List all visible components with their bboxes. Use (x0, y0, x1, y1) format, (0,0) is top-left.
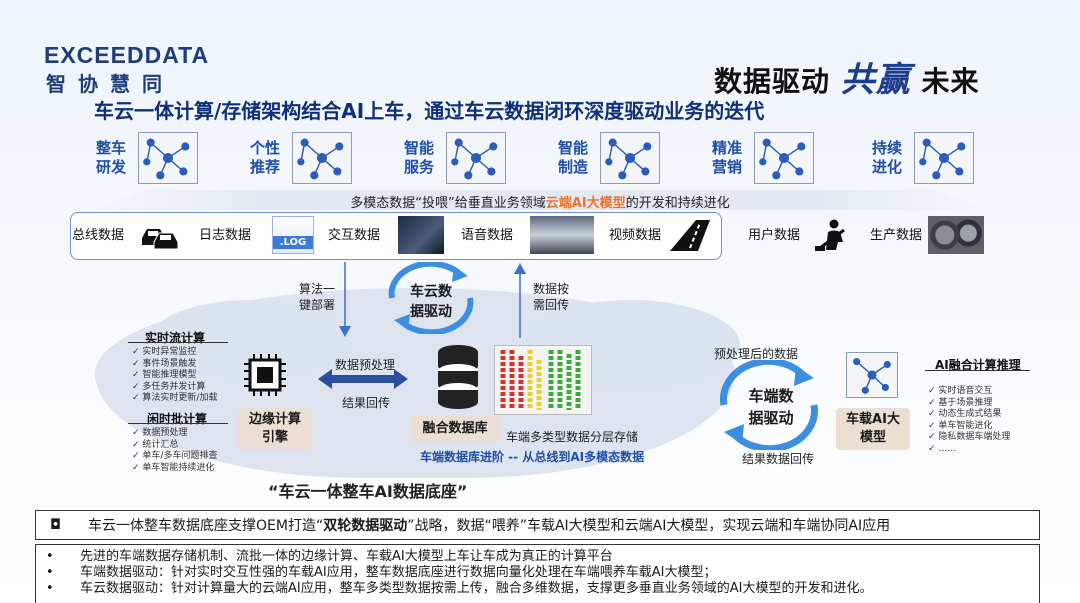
bullet-item: •车云数据驱动：针对计算量大的云端AI应用，整车多类型数据按需上传，融合多维数据… (46, 581, 873, 596)
gears-photo (928, 216, 984, 254)
data-types-panel (70, 212, 722, 260)
interaction-photo (398, 216, 444, 254)
arrow-up-icon (514, 263, 526, 338)
network-node-icon (600, 132, 660, 184)
chip-icon (244, 354, 286, 396)
realtime-title-underline (128, 342, 228, 343)
network-node-icon (914, 132, 974, 184)
log-badge: .LOG (273, 236, 313, 249)
network-node-icon (754, 132, 814, 184)
domain-continuous-evolution: 持续进化 (868, 130, 974, 186)
data-interaction: 交互数据 (328, 228, 381, 243)
realtime-compute-title: 实时流计算 (145, 331, 206, 345)
slogan-highlight: 共赢 (840, 60, 911, 100)
summary-bold: 双轮数据驱动 (323, 518, 408, 534)
slogan: 数据驱动 共赢 未来 (714, 52, 980, 101)
ai-fusion-underline (925, 370, 1030, 371)
bullet-list: •先进的车端数据存储机制、流批一体的边缘计算、车载AI大模型上车让车成为真正的计… (35, 544, 1040, 603)
algo-deploy-label: 算法一键部署 (299, 282, 336, 312)
slogan-part1: 数据驱动 (714, 65, 831, 98)
domain-label: 整车研发 (95, 139, 126, 176)
batch-compute-title: 闲时批计算 (147, 412, 208, 426)
network-node-icon (138, 132, 198, 184)
db-evolution-label: 车端数据库进阶 -- 从总线到AI多模态数据 (420, 450, 645, 464)
domain-precision-marketing: 精准营销 (708, 130, 814, 186)
domain-label: 精准营销 (711, 139, 742, 176)
summary-bar: ◘ 车云一体整车数据底座支撑OEM打造“双轮数据驱动”战略，数据“喂养”车载AI… (35, 510, 1040, 540)
cloud-drive-cycle-icon (388, 262, 474, 334)
seatbelt-icon (815, 219, 845, 251)
cloud-drive-label: 车云数据驱动 (410, 284, 452, 320)
tiered-storage-graphic (494, 345, 592, 415)
voice-photo (530, 216, 594, 254)
domain-label: 智能服务 (403, 139, 434, 176)
result-return-vehicle-label: 结果数据回传 (742, 452, 815, 466)
preprocess-label: 数据预处理 (335, 358, 396, 372)
data-bus: 总线数据 (72, 228, 125, 243)
arrow-down-icon (339, 262, 351, 337)
data-log: 日志数据 (199, 228, 252, 243)
feed-band (90, 190, 990, 210)
ai-fusion-list: ✓ 实时语音交互 ✓ 基于场景推理 ✓ 动态生成式结果 ✓ 单车智能进化 ✓ 隐… (928, 386, 1011, 454)
data-production: 生产数据 (870, 228, 923, 243)
fusion-database: 融合数据库 (410, 416, 500, 442)
network-node-icon (846, 352, 898, 398)
on-demand-upload-label: 数据按需回传 (533, 282, 570, 312)
domain-smart-service: 智能服务 (400, 130, 506, 186)
company-logo-en: EXCEEDDATA (44, 42, 210, 68)
bullet-item: •先进的车端数据存储机制、流批一体的边缘计算、车载AI大模型上车让车成为真正的计… (46, 549, 613, 564)
vehicle-ai-model: 车载AI大模型 (836, 408, 910, 450)
summary-marker: ◘ (50, 517, 62, 533)
bullet-item: •车端数据驱动：针对实时交互性强的车载AI应用，整车数据底座进行数据向量化处理在… (46, 565, 717, 580)
tiered-storage-label: 车端多类型数据分层存储 (506, 430, 639, 444)
company-logo-cn: 智协慧同 (46, 72, 174, 96)
domain-label: 个性推荐 (249, 139, 280, 176)
realtime-list: ✓ 实时异常监控 ✓ 事件场景触发 ✓ 智能推理模型 ✓ 多任务并发计算 ✓ 算… (132, 347, 218, 403)
database-icon (438, 345, 478, 409)
storage-bars-icon (500, 350, 581, 410)
batch-list: ✓ 数据预处理 ✓ 统计汇总 ✓ 单车/多车问题排查 ✓ 单车智能持续进化 (132, 428, 218, 473)
log-file-icon: .LOG (272, 216, 314, 254)
edge-compute-engine: 边缘计算引擎 (238, 408, 312, 450)
network-node-icon (446, 132, 506, 184)
domain-smart-manufacturing: 智能制造 (554, 130, 660, 186)
preprocessed-data-label: 预处理后的数据 (714, 347, 799, 361)
feed-highlight: 云端AI大模型 (545, 196, 626, 211)
network-node-icon (292, 132, 352, 184)
vehicle-drive-cycle-icon (720, 360, 818, 450)
result-return-label: 结果回传 (342, 396, 391, 410)
headline: 车云一体计算/存储架构结合AI上车，通过车云数据闭环深度驱动业务的迭代 (94, 99, 765, 123)
road-icon (670, 220, 710, 251)
domain-personal-recommend: 个性推荐 (246, 130, 352, 186)
cars-icon (142, 229, 179, 250)
domain-vehicle-rd: 整车研发 (92, 130, 198, 186)
double-arrow-icon (318, 369, 408, 389)
data-voice: 语音数据 (461, 228, 514, 243)
data-video: 视频数据 (609, 228, 662, 243)
feed-caption: 多模态数据“投喂”给垂直业务领域云端AI大模型的开发和持续进化 (350, 196, 730, 211)
data-user: 用户数据 (748, 228, 801, 243)
foundation-title: “车云一体整车AI数据底座” (268, 482, 468, 501)
domain-label: 持续进化 (871, 139, 902, 176)
domain-label: 智能制造 (557, 139, 588, 176)
batch-title-underline (128, 423, 228, 424)
slogan-part2: 未来 (921, 65, 980, 98)
vehicle-drive-label: 车端数据驱动 (748, 387, 794, 427)
ai-fusion-title: AI融合计算推理 (935, 358, 1021, 372)
